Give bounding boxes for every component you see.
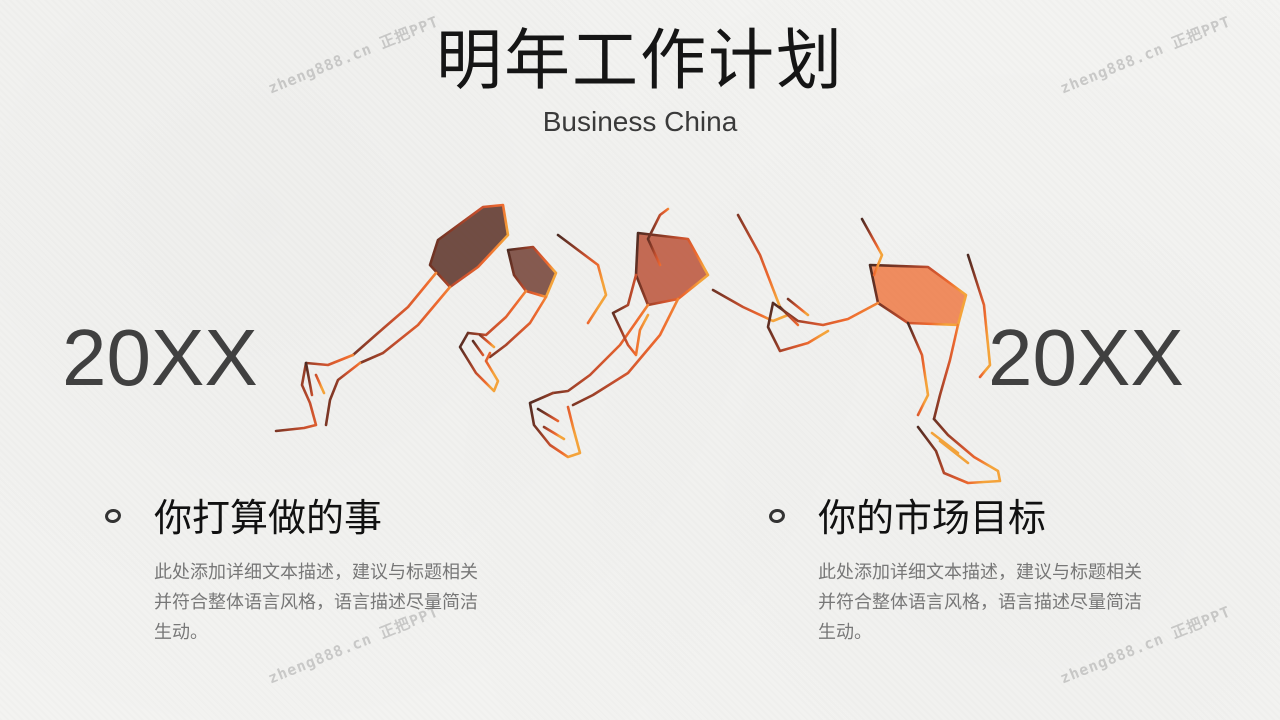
running-legs-sketch-icon [274,203,1002,485]
slide-title: 明年工作计划 [436,22,844,99]
runner-1 [274,203,558,433]
year-right: 20XX [988,313,1184,402]
runner-2 [528,207,790,459]
section-heading: 你打算做的事 [154,496,383,540]
section-body: 此处添加详细文本描述，建议与标题相关并符合整体语言风格，语言描述尽量简洁生动。 [818,562,1142,643]
year-left: 20XX [62,313,258,402]
section-body: 此处添加详细文本描述，建议与标题相关并符合整体语言风格，语言描述尽量简洁生动。 [154,562,478,643]
slide-subtitle: Business China [542,106,738,137]
runner-3 [766,217,1002,485]
section-heading: 你的市场目标 [818,496,1047,540]
